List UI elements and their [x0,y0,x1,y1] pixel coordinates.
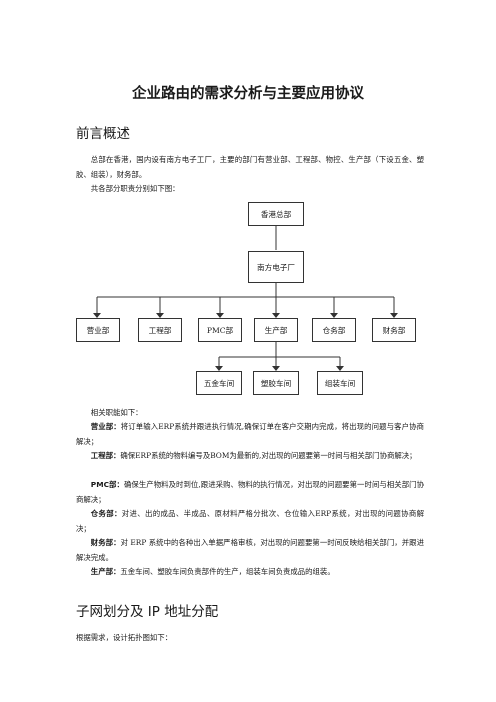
duty-name: 财务部： [90,538,121,547]
duty-warehouse: 仓务部：对进、出的成品、半成品、原材料严格分批次、仓位输入ERP系统，对出现的问… [76,507,424,536]
duty-engineering: 工程部：确保ERP系统的物料编号及BOM为最新的,对出现的问题要第一时间与相关部… [76,449,424,464]
section-heading-subnet: 子网划分及 IP 地址分配 [76,604,219,620]
duty-text: 将订单输入ERP系统并跟进执行情况,确保订单在客户交期内完成，将出现的问题与客户… [76,422,424,446]
duty-text: 对 ERP 系统中的各种出入单据严格审核，对出现的问题要第一时间反映给相关部门，… [76,538,424,562]
section-heading-overview: 前言概述 [76,126,130,142]
duty-sales: 营业部：将订单输入ERP系统并跟进执行情况,确保订单在客户交期内完成，将出现的问… [76,420,424,449]
org-node-finance: 财务部 [372,318,416,342]
duty-text: 确保ERP系统的物料编号及BOM为最新的,对出现的问题要第一时间与相关部门协商解… [120,451,417,460]
org-node-pmc: PMC部 [198,318,242,342]
intro-paragraph: 总部在香港，国内设有南方电子工厂，主要的部门有营业部、工程部、物控、生产部（下设… [76,155,424,179]
duty-production: 生产部：五金车间、塑胶车间负责部件的生产，组装车间负责成品的组装。 [76,565,424,580]
duty-text: 对进、出的成品、半成品、原材料严格分批次、仓位输入ERP系统，对出现的问题协商解… [76,509,424,533]
duty-name: PMC部： [90,480,124,489]
org-node-warehouse: 仓务部 [312,318,356,342]
topology-intro-text: 根据需求，设计拓扑图如下： [76,633,173,642]
org-node-production: 生产部 [254,318,298,342]
org-node-assembly-workshop: 组装车间 [317,371,363,395]
org-node-hq: 香港总部 [248,202,304,226]
duty-name: 营业部： [90,422,121,431]
duty-text: 五金车间、塑胶车间负责部件的生产，组装车间负责成品的组装。 [120,567,335,576]
org-node-sales: 营业部 [76,318,120,342]
org-node-engineering: 工程部 [138,318,182,342]
duty-text: 确保生产物料及时到位,跟进采购、物料的执行情况，对出现的问题要第一时间与相关部门… [76,480,424,504]
duties-heading: 相关职能如下： [90,408,143,417]
duty-name: 生产部： [90,567,121,576]
duty-pmc: PMC部：确保生产物料及时到位,跟进采购、物料的执行情况，对出现的问题要第一时间… [76,478,424,507]
document-title: 企业路由的需求分析与主要应用协议 [132,86,364,102]
duty-name: 仓务部： [90,509,122,518]
chart-intro-text: 共各部分职责分别如下图： [90,184,180,193]
org-node-factory: 南方电子厂 [248,251,304,283]
duty-finance: 财务部：对 ERP 系统中的各种出入单据严格审核，对出现的问题要第一时间反映给相… [76,536,424,565]
duty-name: 工程部： [90,451,121,460]
org-node-plastic-workshop: 塑胶车间 [253,371,299,395]
org-node-hardware-workshop: 五金车间 [196,371,242,395]
